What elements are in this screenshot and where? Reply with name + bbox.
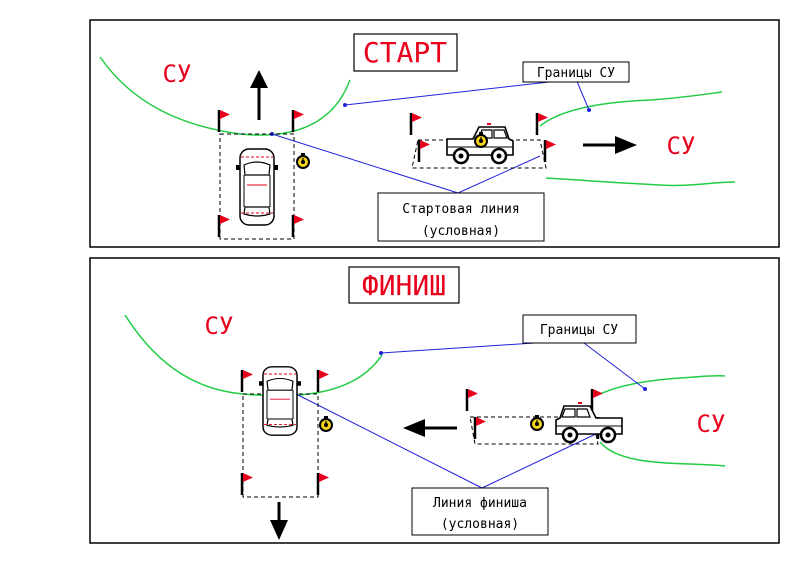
finish-title: ФИНИШ — [362, 269, 446, 302]
start-callout-line — [457, 155, 541, 194]
finish-dashed-zone — [469, 416, 599, 445]
start-callout-line — [344, 78, 577, 106]
start-dashed-box — [219, 133, 295, 240]
arrow-icon — [270, 520, 288, 540]
callout-dot — [587, 108, 591, 112]
arrow-icon — [403, 419, 425, 437]
finish-callout-line — [481, 431, 601, 489]
finish-zone-right-label: СУ — [697, 410, 726, 438]
finish-boundary-right-upper — [599, 375, 726, 395]
finish-boundary-right-lower — [599, 441, 726, 467]
car-topview-icon — [258, 366, 302, 436]
callout-dot — [643, 387, 647, 391]
start-callout-line — [575, 78, 590, 111]
start-panel: СТАРТ СУ СУ Границы СУ Стартовая линия (… — [89, 19, 780, 248]
start-boundary-callout: Границы СУ — [537, 66, 615, 81]
finish-boundary-callout-box — [522, 314, 637, 344]
finish-callout-line — [295, 393, 483, 489]
start-title: СТАРТ — [363, 36, 447, 69]
callout-dot — [379, 351, 383, 355]
start-line-callout-line2: (условная) — [422, 224, 500, 239]
finish-callout-line — [579, 339, 646, 390]
start-title-box — [353, 33, 458, 72]
start-zone-right-label: СУ — [667, 132, 696, 160]
arrow-icon — [250, 70, 268, 88]
start-dashed-zone — [411, 139, 547, 169]
finish-title-box — [348, 266, 460, 304]
start-boundary-right-upper — [539, 91, 723, 127]
start-line-callout-line1: Стартовая линия — [402, 202, 519, 217]
finish-line-callout-line2: (условная) — [441, 517, 519, 532]
finish-boundary-callout: Границы СУ — [540, 323, 618, 338]
finish-line-callout-box — [411, 487, 549, 536]
car-topview-icon — [235, 148, 279, 226]
start-boundary-left — [99, 56, 351, 136]
callout-dot — [343, 103, 347, 107]
start-callout-line — [271, 133, 459, 194]
finish-panel: ФИНИШ СУ СУ Границы СУ Линия финиша (усл… — [89, 257, 780, 544]
finish-zone-left-label: СУ — [205, 312, 234, 340]
finish-line-callout-line1: Линия финиша — [433, 496, 527, 511]
start-zone-left-label: СУ — [163, 60, 192, 88]
start-boundary-callout-box — [522, 61, 630, 83]
start-line-callout-box — [377, 192, 545, 242]
arrow-icon — [615, 136, 637, 154]
start-boundary-right-lower — [545, 177, 736, 187]
